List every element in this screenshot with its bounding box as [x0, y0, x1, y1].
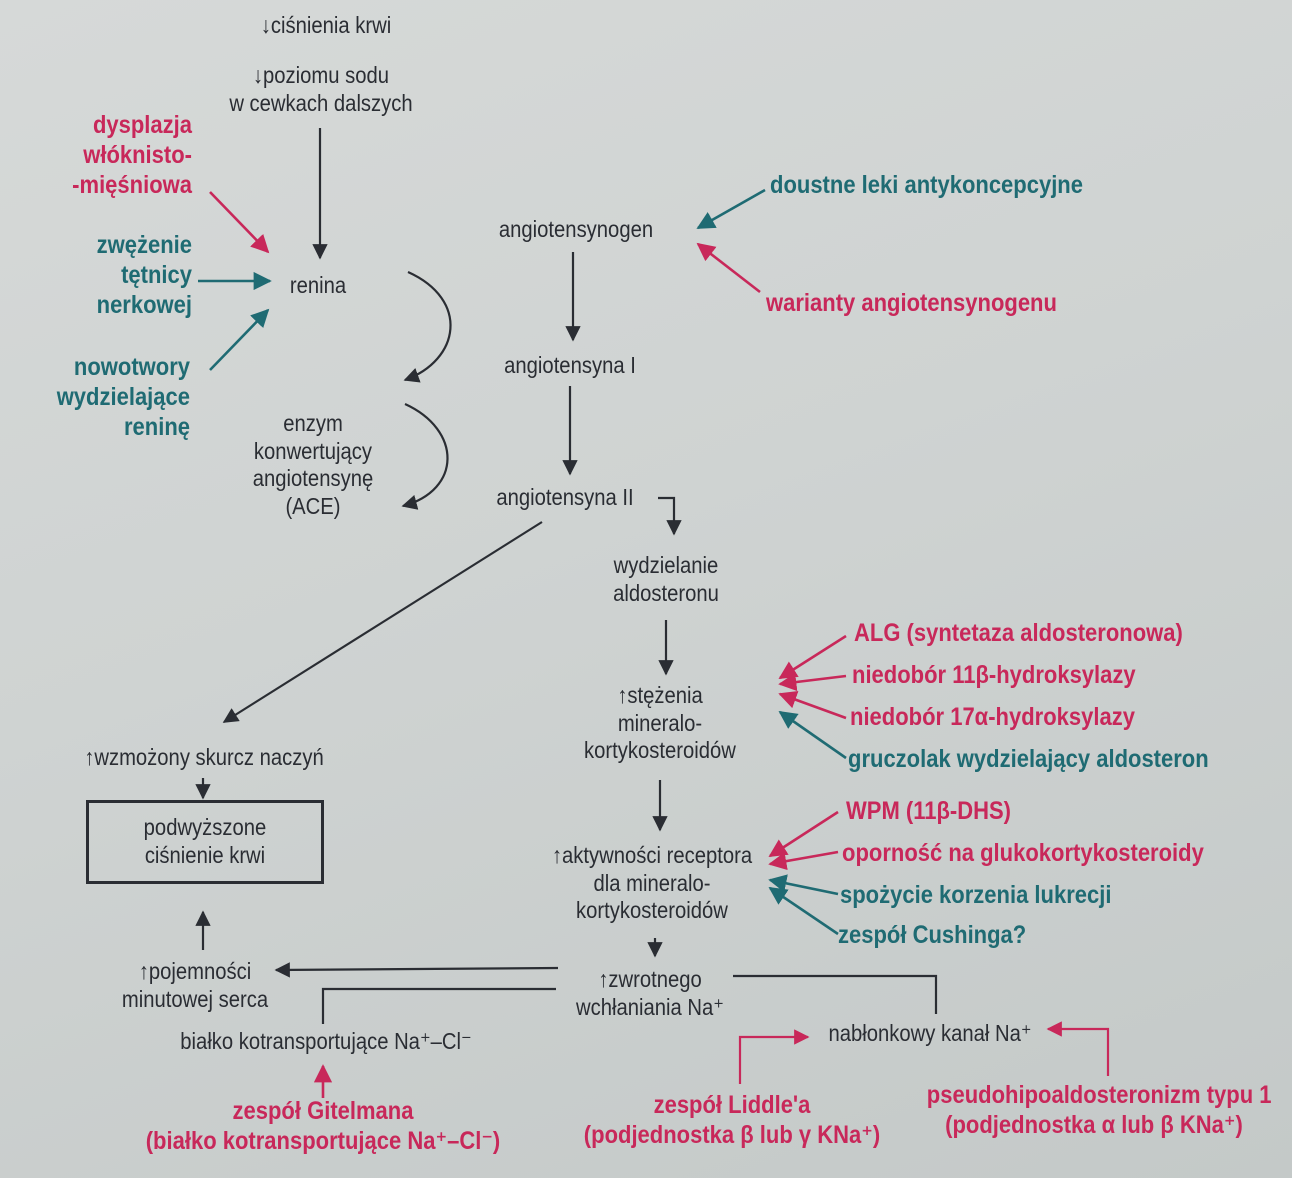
arrow-ang2-to-skurcz	[222, 521, 543, 723]
node-ace: enzym konwertujący angiotensynę (ACE)	[252, 410, 374, 519]
arrow-leki	[696, 188, 766, 230]
arrow-alg	[778, 634, 847, 680]
cause-niedobor-17a: niedobór 17α-hydroksylazy	[850, 703, 1135, 731]
cause-doustne-leki: doustne leki antykoncepcyjne	[770, 171, 1083, 199]
cause-warianty: warianty angiotensynogenu	[766, 289, 1057, 317]
node-angiotensynogen: angiotensynogen	[498, 216, 654, 242]
node-cisnienie-krwi: ↓ciśnienia krwi	[260, 12, 392, 38]
node-poziom-sodu: ↓poziomu sodu w cewkach dalszych	[229, 62, 413, 116]
cause-dysplazja: dysplazja włóknisto- -mięśniowa	[72, 111, 192, 199]
arrow-11b	[778, 672, 847, 692]
arrow-dysplazja	[209, 191, 270, 254]
arrow-liddle-to-kanal	[738, 1029, 810, 1084]
node-nablonkowy-kanal: nabłonkowy kanał Na⁺	[828, 1020, 1032, 1046]
arrow-lukrecja	[768, 874, 839, 896]
node-renina: renina	[289, 272, 347, 298]
node-bialko-kotransportujace: białko kotransportujące Na⁺–Cl⁻	[180, 1028, 472, 1054]
node-zwrotnego-wchlaniania: ↑zwrotnego wchłaniania Na⁺	[576, 966, 724, 1020]
cause-liddle: zespół Liddle'a (podjednostka β lub γ KN…	[583, 1091, 881, 1149]
cause-gruczolak: gruczolak wydzielający aldosteron	[848, 745, 1209, 773]
arrow-pseudohipo-to-kanal	[1046, 1021, 1110, 1076]
arrow-warianty	[696, 242, 761, 294]
arrow-renina-curve	[403, 270, 452, 383]
bracket-kanal	[733, 974, 938, 1014]
arrow-zwrotnego-to-pojemnosci	[274, 962, 559, 978]
node-podwyzszone-cisnienie: podwyższone ciśnienie krwi	[143, 814, 267, 868]
node-box-podwyzszone-cisnienie	[86, 800, 324, 884]
arrow-wpm	[768, 810, 839, 858]
node-angiotensyna-1: angiotensyna I	[504, 352, 636, 378]
bracket-kotransport	[321, 987, 556, 1024]
arrow-17a	[778, 691, 847, 720]
cause-nowotwory: nowotwory wydzielające reninę	[56, 353, 190, 441]
cause-gitelman: zespół Gitelmana (białko kotransportując…	[145, 1097, 501, 1155]
cause-niedobor-11b: niedobór 11β-hydroksylazy	[852, 661, 1136, 689]
node-stezenia-mineralo: ↑stężenia mineralo- kortykosteroidów	[584, 682, 736, 764]
arrow-opornosc	[768, 850, 839, 871]
cause-cushing: zespół Cushinga?	[838, 921, 1027, 949]
node-skurcz-naczyn: ↑wzmożony skurcz naczyń	[84, 744, 324, 770]
cause-opornosc: oporność na glukokortykosteroidy	[842, 839, 1204, 867]
node-pojemnosci-minutowej: ↑pojemności minutowej serca	[121, 958, 269, 1012]
cause-zwezenie: zwężenie tętnicy nerkowej	[96, 231, 192, 319]
arrow-nowotwory	[209, 308, 270, 371]
cause-pseudohipoaldosteronizm: pseudohipoaldosteronizm typu 1 (podjedno…	[926, 1081, 1272, 1139]
node-aktywnosci-receptora: ↑aktywności receptora dla mineralo- kort…	[551, 842, 753, 924]
arrow-gruczolak	[778, 710, 847, 760]
cause-wpm: WPM (11β-DHS)	[846, 797, 1011, 825]
cause-spozycie-lukrecji: spożycie korzenia lukrecji	[840, 881, 1112, 909]
arrow-cushing	[768, 886, 839, 936]
node-wydzielanie-aldosteronu: wydzielanie aldosteronu	[613, 552, 719, 606]
node-angiotensyna-2: angiotensyna II	[496, 484, 634, 510]
arrow-ang2-to-aldosteron	[658, 496, 682, 536]
arrow-ace-curve	[401, 402, 449, 510]
cause-alg: ALG (syntetaza aldosteronowa)	[854, 619, 1183, 647]
